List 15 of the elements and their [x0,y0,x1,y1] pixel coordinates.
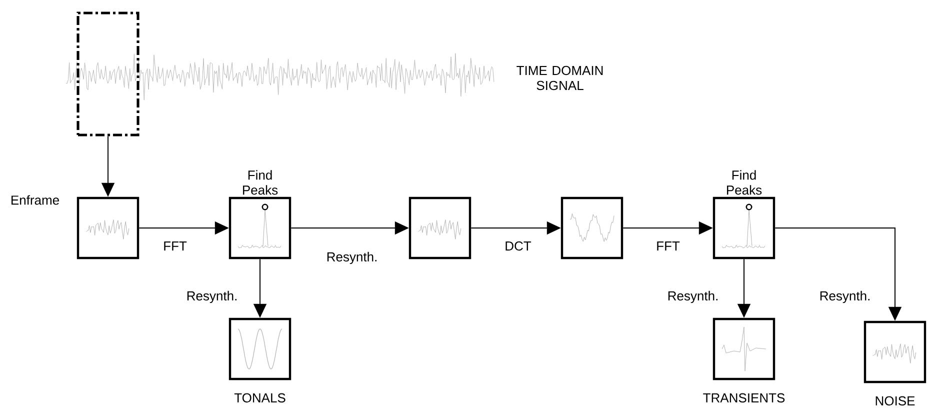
edge-label: Resynth. [666,290,720,304]
edge-label: Resynth. [818,290,872,304]
edge-label: Resynth. [185,290,239,304]
node-heading: Find Peaks [243,170,278,195]
edge-label: Enframe [9,194,61,206]
frame-box [76,12,140,136]
edge-label: FFT [655,240,681,252]
node-caption: TRANSIENTS [703,393,785,402]
node-caption: TONALS [234,393,286,402]
node-caption: NOISE [876,396,915,406]
edge-label: Resynth. [325,250,379,266]
node-heading: Find Peaks [727,170,762,195]
edge-label: FFT [162,240,188,252]
edge-label: DCT [504,240,532,252]
signal-label: TIME DOMAIN SIGNAL [516,66,603,90]
